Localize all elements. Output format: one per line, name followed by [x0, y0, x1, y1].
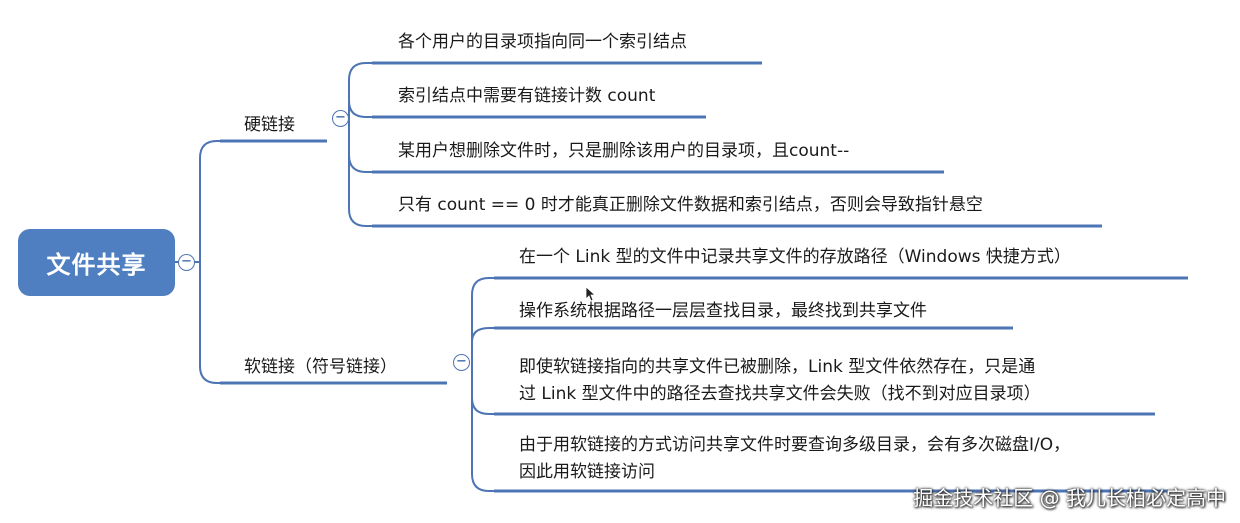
leaf-softlink-2[interactable]: 操作系统根据路径一层层查找目录，最终找到共享文件: [519, 301, 927, 321]
leaf-hardlink-3[interactable]: 某用户想删除文件时，只是删除该用户的目录项，且count--: [398, 141, 850, 161]
connector-root-hardlink: [175, 140, 220, 263]
branch-hardlink-label: 硬链接: [244, 115, 295, 135]
root-node[interactable]: 文件共享: [18, 229, 175, 296]
connector-root-softlink: [199, 262, 220, 384]
connector-hard-2: [348, 100, 372, 118]
connector-soft-1: [471, 277, 494, 362]
branch-softlink-label: 软链接（符号链接）: [244, 357, 397, 377]
connector-hard-1: [348, 62, 372, 118]
leaf-softlink-4[interactable]: 由于用软链接的方式访问共享文件时要查询多级目录，会有多次磁盘I/O， 因此用软链…: [519, 435, 1071, 482]
branch-hardlink[interactable]: 硬链接: [244, 110, 295, 135]
leaf-hardlink-2[interactable]: 索引结点中需要有链接计数 count: [398, 86, 656, 106]
connector-hard-3: [348, 118, 372, 173]
mouse-cursor-icon: [585, 286, 597, 302]
leaf-softlink-3[interactable]: 即使软链接指向的共享文件已被删除，Link 型文件依然存在，只是通 过 Link…: [519, 357, 1041, 404]
softlink-collapse-toggle[interactable]: −: [453, 354, 470, 371]
leaf-softlink-1[interactable]: 在一个 Link 型的文件中记录共享文件的存放路径（Windows 快捷方式）: [519, 247, 1071, 267]
watermark: 掘金技术社区 @ 我儿长柏必定高中: [913, 486, 1226, 510]
root-collapse-toggle[interactable]: −: [178, 254, 195, 271]
connector-soft-3: [471, 362, 494, 415]
connector-soft-2: [471, 327, 494, 362]
root-node-label: 文件共享: [46, 251, 147, 279]
hardlink-collapse-toggle[interactable]: −: [332, 110, 349, 127]
branch-softlink[interactable]: 软链接（符号链接）: [244, 352, 397, 377]
leaf-hardlink-4[interactable]: 只有 count == 0 时才能真正删除文件数据和索引结点，否则会导致指针悬空: [398, 195, 983, 215]
leaf-hardlink-1[interactable]: 各个用户的目录项指向同一个索引结点: [398, 32, 687, 52]
connector-hard-4: [348, 118, 372, 227]
connector-soft-4: [471, 362, 494, 492]
